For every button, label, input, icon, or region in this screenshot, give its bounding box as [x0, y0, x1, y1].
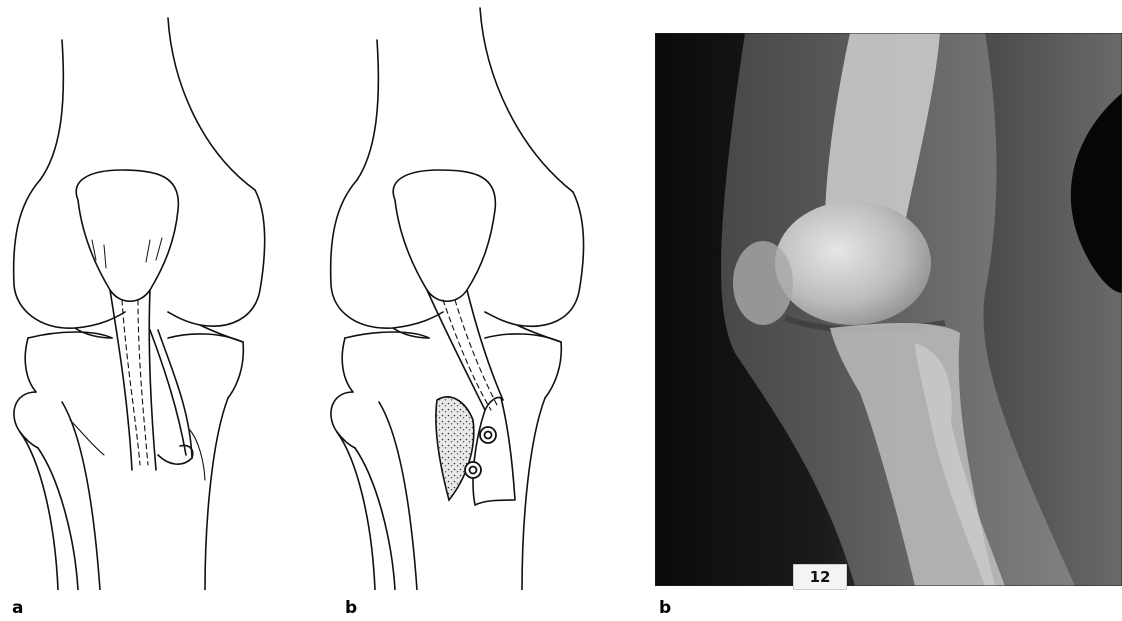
knee-xray-image: [655, 33, 1122, 586]
illustration-panel-b-drawing: [315, 0, 615, 590]
panel-label-a: a: [12, 598, 23, 618]
bone-graft: [436, 397, 474, 500]
xray-film-marker: 12: [793, 564, 847, 590]
illustration-panel-a: [0, 0, 300, 590]
xray-panel-b: [655, 33, 1122, 586]
panel-label-b-xray: b: [659, 598, 671, 618]
panel-label-b-drawing: b: [345, 598, 357, 618]
knee-drawing-b: [315, 0, 615, 590]
knee-drawing-a: [0, 0, 300, 590]
